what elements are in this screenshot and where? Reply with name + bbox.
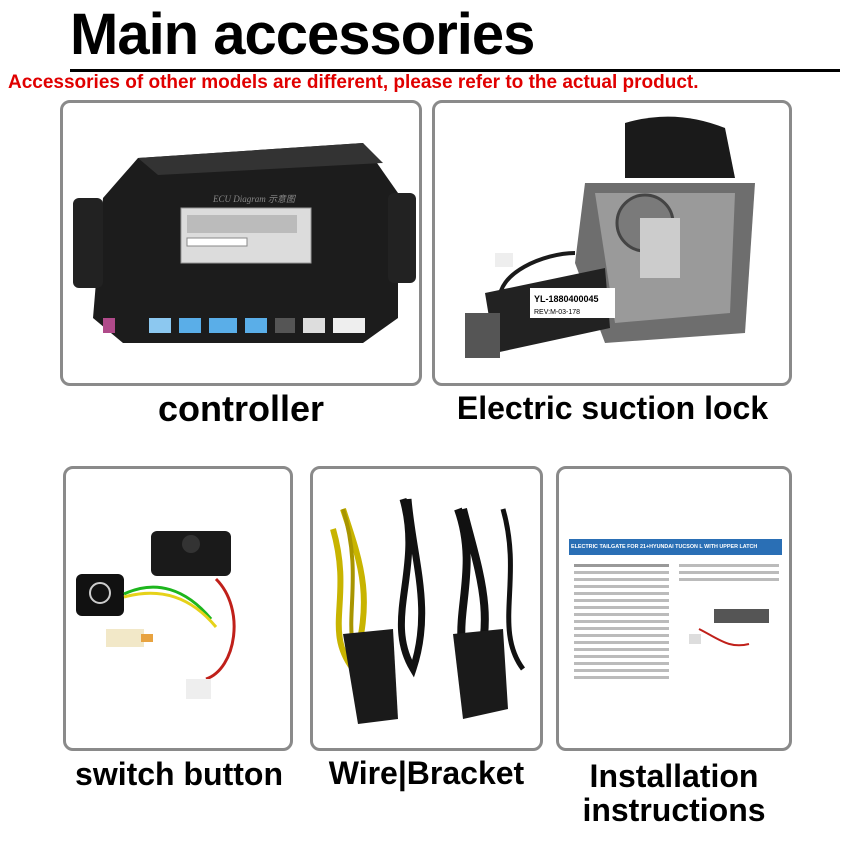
ecu-diagram-text: ECU Diagram 示意图 [212, 194, 297, 204]
controller-label: controller [157, 388, 325, 429]
switch-button-label: switch button [75, 756, 283, 792]
page-subtitle: Accessories of other models are differen… [8, 72, 699, 93]
wire-bracket-image [330, 498, 526, 724]
title-underline [70, 69, 840, 72]
motor-rev-text: REV:M-03-178 [534, 309, 580, 316]
switch-button-image [76, 531, 236, 699]
suction-lock-card: YL-1880400045 REV:M-03-178 [432, 100, 792, 386]
page-title: Main accessories [70, 2, 535, 67]
controller-image: ECU Diagram 示意图 [73, 143, 416, 343]
instructions-label-line1: Installation [589, 758, 759, 794]
controller-card: ECU Diagram 示意图 [60, 100, 422, 386]
switch-button-card [63, 466, 293, 751]
instructions-card: ELECTRIC TAILGATE FOR 21+HYUNDAI TUCSON … [556, 466, 792, 751]
wire-bracket-card [310, 466, 543, 751]
instructions-label-line2: instructions [582, 791, 766, 828]
suction-lock-label: Electric suction lock [456, 390, 769, 426]
instructions-image [569, 539, 782, 679]
instructions-label: Installation instructions [556, 758, 792, 828]
instructions-doc-title: ELECTRIC TAILGATE FOR 21+HYUNDAI TUCSON … [571, 544, 758, 550]
suction-lock-image: YL-1880400045 REV:M-03-178 [465, 116, 755, 358]
wire-bracket-label: Wire|Bracket [328, 755, 525, 791]
motor-code-text: YL-1880400045 [534, 294, 599, 304]
